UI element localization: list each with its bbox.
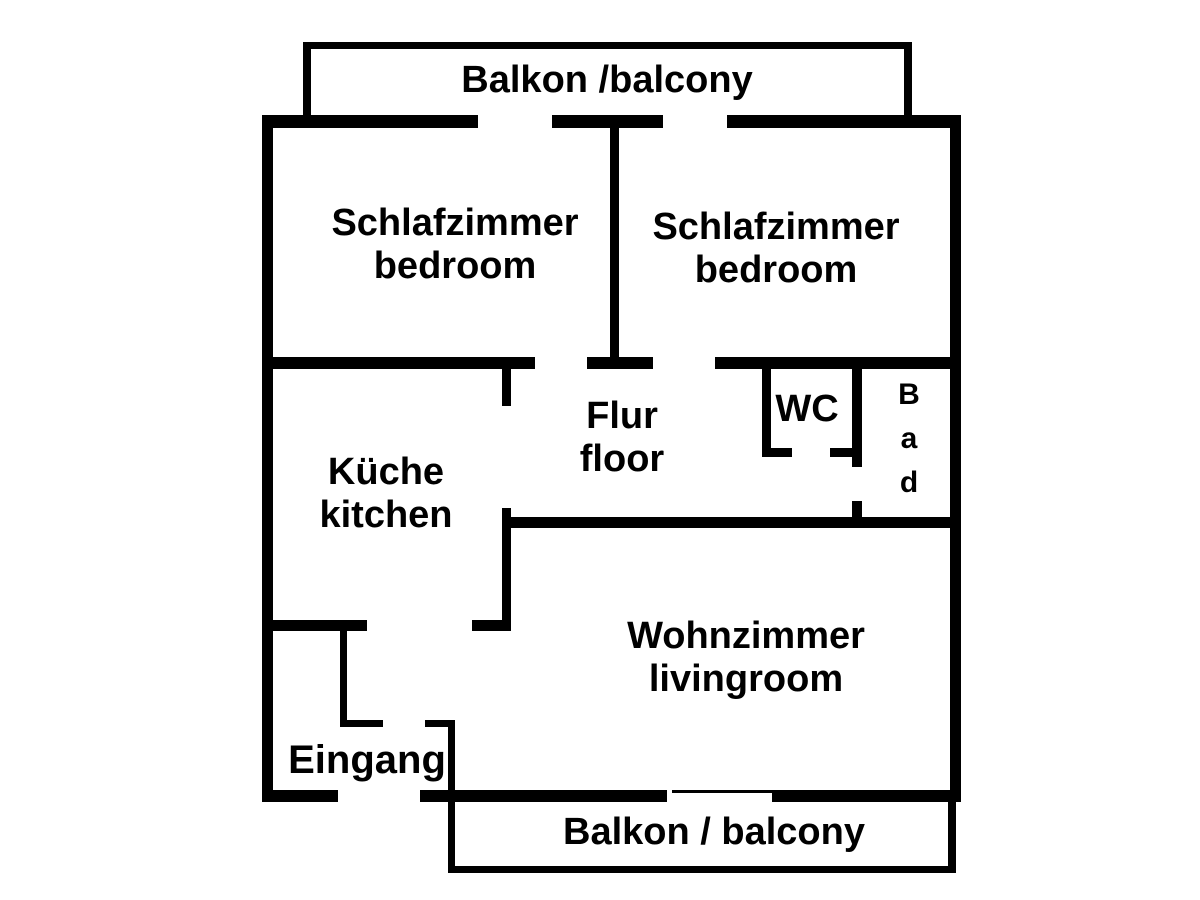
- room-label-hallway: Flur floor: [580, 395, 664, 481]
- room-label-living-room: Wohnzimmer livingroom: [627, 615, 865, 701]
- room-label-bathroom: B a d: [898, 373, 920, 505]
- outer-right-wall: [950, 115, 961, 802]
- hall-south-wall: [502, 517, 951, 528]
- hallway-label-de: Flur: [586, 395, 658, 437]
- room-label-wc: WC: [775, 389, 838, 429]
- bedrooms-south-wall-b: [587, 357, 653, 369]
- outer-bottom-wall-a: [262, 790, 338, 802]
- wc-wall-right: [852, 366, 862, 467]
- balcony-top-wall-right: [904, 42, 912, 116]
- balcony-bottom-wall-right: [948, 802, 956, 873]
- bedroom-right-label-en: bedroom: [694, 249, 858, 291]
- kitchen-divider-wall-top: [502, 362, 511, 406]
- bathroom-label-letter-3: d: [899, 466, 919, 499]
- entry-wall-horizontal: [340, 720, 383, 727]
- bedroom-divider-wall: [610, 123, 619, 363]
- outer-top-wall-c: [727, 115, 961, 128]
- room-label-bedroom-right: Schlafzimmer bedroom: [652, 206, 899, 292]
- outer-bottom-wall-c: [772, 790, 961, 802]
- hallway-label-en: floor: [579, 438, 665, 480]
- room-label-entrance: Eingang: [288, 738, 446, 782]
- bedroom-right-label-de: Schlafzimmer: [652, 206, 900, 248]
- kitchen-label-de: Küche: [327, 451, 445, 493]
- bedrooms-south-wall-a: [262, 357, 535, 369]
- bathroom-label-letter-2: a: [900, 422, 918, 455]
- bedroom-left-label-de: Schlafzimmer: [331, 202, 579, 244]
- kitchen-label-en: kitchen: [319, 494, 453, 536]
- entry-door-stub: [425, 720, 455, 727]
- room-label-kitchen: Küche kitchen: [319, 451, 452, 537]
- room-label-bedroom-left: Schlafzimmer bedroom: [331, 202, 578, 288]
- wc-label-text: WC: [775, 388, 839, 430]
- kitchen-south-wall-b: [472, 620, 511, 631]
- outer-top-wall-b: [552, 115, 663, 128]
- outer-bottom-wall-b: [420, 790, 667, 802]
- balcony-top-wall-left: [303, 42, 311, 116]
- kitchen-south-wall-a: [262, 620, 367, 631]
- balcony-door-line: [672, 790, 772, 793]
- kitchen-divider-wall-bottom: [502, 508, 511, 630]
- living-room-label-en: livingroom: [648, 658, 844, 700]
- entrance-label-text: Eingang: [288, 738, 446, 782]
- balcony-bottom-wall-bottom: [448, 866, 956, 873]
- outer-top-wall-a: [262, 115, 478, 128]
- balcony-bottom-label-text: Balkon / balcony: [563, 811, 865, 853]
- bedroom-left-label-en: bedroom: [373, 245, 537, 287]
- bedrooms-south-wall-c: [715, 357, 961, 369]
- balcony-top-wall-top: [303, 42, 912, 49]
- wc-wall-bottom-left: [762, 448, 792, 457]
- room-label-balcony-bottom: Balkon / balcony: [563, 811, 865, 853]
- living-room-label-de: Wohnzimmer: [627, 615, 865, 657]
- wc-wall-left: [762, 366, 771, 457]
- bathroom-label-letter-1: B: [898, 378, 920, 411]
- wc-wall-bottom-right: [830, 448, 862, 457]
- room-label-balcony-top: Balkon /balcony: [461, 59, 752, 101]
- bath-door-wall-stub: [852, 501, 862, 525]
- outer-left-wall: [262, 115, 273, 802]
- entry-wall-vertical: [340, 625, 347, 727]
- balcony-top-label-text: Balkon /balcony: [461, 59, 753, 101]
- balcony-bottom-wall-left: [448, 720, 455, 873]
